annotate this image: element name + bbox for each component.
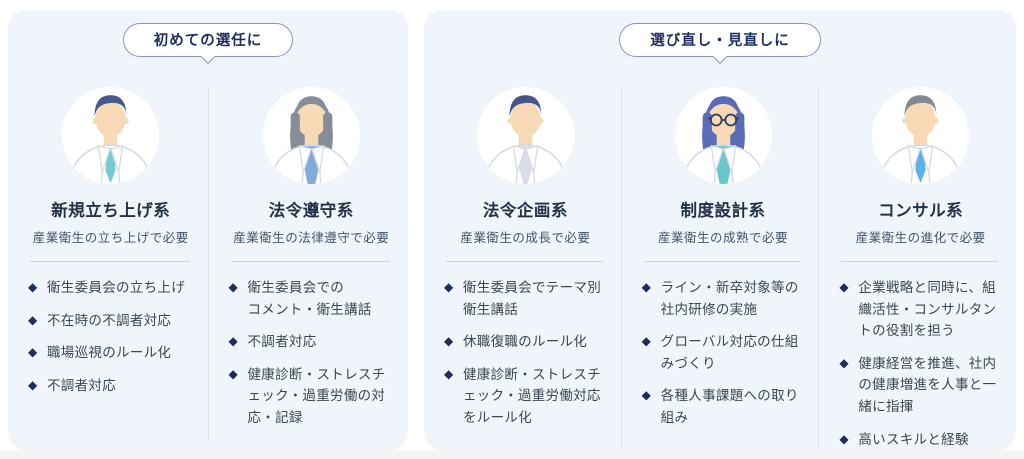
diamond-bullet-icon: ◆: [228, 334, 238, 349]
panels-row: 初めての選任に 新規立ち上げ系 産業衛生の立ち上げで必要 ◆ 衛生委員会の立ち上げ…: [8, 10, 1016, 459]
badge-first-appointment: 初めての選任に: [122, 23, 294, 57]
bullet-text: 健康経営を推進、社内 の健康増進を人事と一 緒に指揮: [858, 355, 997, 414]
doctor-avatar: [62, 87, 160, 184]
column-title: 新規立ち上げ系: [51, 202, 171, 220]
diamond-bullet-icon: ◆: [839, 431, 849, 446]
divider-line: [230, 261, 390, 262]
bullet-text: 休職復職のルール化: [463, 334, 588, 350]
doctor-avatar: [262, 87, 360, 184]
list-item: ◆ 衛生委員会でテーマ別 衛生講話: [444, 277, 607, 320]
list-item: ◆ 企業戦略と同時に、組 織活性・コンサルタン トの役割を担う: [839, 277, 1002, 342]
panel-first-appointment: 初めての選任に 新規立ち上げ系 産業衛生の立ち上げで必要 ◆ 衛生委員会の立ち上げ…: [8, 10, 408, 450]
bullet-list: ◆ 衛生委員会の立ち上げ ◆ 不在時の不調者対応 ◆ 職場巡視のルール化 ◆ 不調者対応: [28, 277, 194, 396]
diamond-bullet-icon: ◆: [641, 280, 651, 294]
divider-line: [30, 261, 190, 262]
panel-reselection: 選び直し・見直しに 法令企画系 産業衛生の成長で必要 ◆ 衛生委員会でテーマ別 衛…: [424, 10, 1016, 459]
list-item: ◆ 健康経営を推進、社内 の健康増進を人事と一 緒に指揮: [839, 353, 1002, 418]
divider-line: [841, 261, 999, 262]
diamond-bullet-icon: ◆: [444, 280, 454, 294]
bullet-text: 不調者対応: [47, 377, 116, 393]
list-item: ◆ 各種人事課題への取り 組み: [642, 385, 805, 428]
diamond-bullet-icon: ◆: [444, 334, 454, 349]
column-title: 制度設計系: [680, 202, 766, 220]
diamond-bullet-icon: ◆: [839, 280, 849, 294]
diamond-bullet-icon: ◆: [28, 377, 38, 392]
diamond-bullet-icon: ◆: [839, 355, 849, 370]
list-item: ◆ グローバル対応の仕組 みづくり: [642, 331, 805, 374]
column-system-design-type: 制度設計系 産業衛生の成熟で必要 ◆ ライン・新卒対象等の 社内研修の実施 ◆ グロ…: [620, 87, 819, 459]
list-item: ◆ 不調者対応: [229, 331, 395, 353]
columns-reselection: 法令企画系 産業衛生の成長で必要 ◆ 衛生委員会でテーマ別 衛生講話 ◆ 休職復職の…: [424, 87, 1016, 459]
columns-first-appointment: 新規立ち上げ系 産業衛生の立ち上げで必要 ◆ 衛生委員会の立ち上げ ◆ 不在時の不調…: [8, 87, 408, 440]
column-title: 法令遵守系: [268, 202, 354, 220]
bullet-text: 職場巡視のルール化: [47, 345, 172, 361]
list-item: ◆ 不在時の不調者対応: [28, 310, 194, 332]
column-legal-compliance-type: 法令遵守系 産業衛生の法律遵守で必要 ◆ 衛生委員会での コメント・衛生講話 ◆ 不…: [207, 87, 409, 440]
divider-line: [643, 261, 801, 262]
bullet-list: ◆ 衛生委員会での コメント・衛生講話 ◆ 不調者対応 ◆ 健康診断・ストレスチ ェッ…: [229, 277, 395, 429]
badge-reselection: 選び直し・見直しに: [619, 23, 821, 57]
divider-line: [446, 261, 603, 262]
bullet-text: 衛生委員会の立ち上げ: [47, 280, 185, 295]
doctor-avatar: [674, 87, 772, 184]
bullet-list: ◆ 企業戦略と同時に、組 織活性・コンサルタン トの役割を担う ◆ 健康経営を推進、…: [839, 277, 1002, 450]
bullet-text: 各種人事課題への取り 組み: [660, 388, 799, 425]
list-item: ◆ 健康診断・ストレスチ ェック・過重労働の対 応・記録: [229, 364, 395, 429]
list-item: ◆ ライン・新卒対象等の 社内研修の実施: [642, 277, 805, 320]
diamond-bullet-icon: ◆: [28, 312, 38, 327]
diamond-bullet-icon: ◆: [28, 345, 38, 360]
list-item: ◆ 衛生委員会の立ち上げ: [28, 277, 194, 299]
bullet-list: ◆ 衛生委員会でテーマ別 衛生講話 ◆ 休職復職のルール化 ◆ 健康診断・ストレスチ …: [444, 277, 607, 429]
column-subtitle: 産業衛生の進化で必要: [855, 231, 986, 245]
column-legal-planning-type: 法令企画系 産業衛生の成長で必要 ◆ 衛生委員会でテーマ別 衛生講話 ◆ 休職復職の…: [424, 87, 621, 459]
page-background-strip: [0, 450, 1024, 459]
bullet-text: 健康診断・ストレスチ ェック・過重労働対応 をルール化: [463, 366, 601, 425]
column-consulting-type: コンサル系 産業衛生の進化で必要 ◆ 企業戦略と同時に、組 織活性・コンサルタン …: [818, 87, 1016, 459]
diamond-bullet-icon: ◆: [641, 388, 651, 403]
column-new-startup-type: 新規立ち上げ系 産業衛生の立ち上げで必要 ◆ 衛生委員会の立ち上げ ◆ 不在時の不調…: [8, 87, 208, 440]
diamond-bullet-icon: ◆: [228, 280, 238, 294]
bullet-text: 健康診断・ストレスチ ェック・過重労働の対 応・記録: [247, 366, 386, 425]
column-subtitle: 産業衛生の成熟で必要: [658, 231, 789, 245]
bullet-list: ◆ ライン・新卒対象等の 社内研修の実施 ◆ グローバル対応の仕組 みづくり ◆ 各種…: [642, 277, 805, 429]
doctor-avatar: [872, 87, 970, 184]
bullet-text: 企業戦略と同時に、組 織活性・コンサルタン トの役割を担う: [858, 280, 997, 339]
diamond-bullet-icon: ◆: [444, 366, 454, 381]
list-item: ◆ 不調者対応: [28, 375, 194, 397]
diamond-bullet-icon: ◆: [228, 366, 238, 381]
bullet-text: 衛生委員会での コメント・衛生講話: [247, 280, 372, 317]
column-title: 法令企画系: [482, 202, 568, 220]
diamond-bullet-icon: ◆: [28, 280, 38, 294]
bullet-text: ライン・新卒対象等の 社内研修の実施: [660, 280, 799, 317]
column-subtitle: 産業衛生の法律遵守で必要: [233, 231, 390, 245]
doctor-avatar: [476, 87, 574, 184]
bullet-text: 高いスキルと経験: [858, 431, 969, 447]
bullet-text: 不調者対応: [247, 334, 317, 350]
list-item: ◆ 休職復職のルール化: [444, 331, 607, 353]
column-subtitle: 産業衛生の成長で必要: [460, 231, 591, 245]
list-item: ◆ 高いスキルと経験: [839, 429, 1002, 451]
list-item: ◆ 職場巡視のルール化: [28, 342, 194, 364]
bullet-text: グローバル対応の仕組 みづくり: [660, 334, 799, 371]
column-subtitle: 産業衛生の立ち上げで必要: [32, 231, 189, 245]
diamond-bullet-icon: ◆: [641, 334, 651, 349]
bullet-text: 衛生委員会でテーマ別 衛生講話: [463, 280, 601, 317]
column-title: コンサル系: [878, 202, 964, 220]
bullet-text: 不在時の不調者対応: [47, 312, 172, 328]
list-item: ◆ 衛生委員会での コメント・衛生講話: [229, 277, 395, 320]
list-item: ◆ 健康診断・ストレスチ ェック・過重労働対応 をルール化: [444, 364, 607, 429]
